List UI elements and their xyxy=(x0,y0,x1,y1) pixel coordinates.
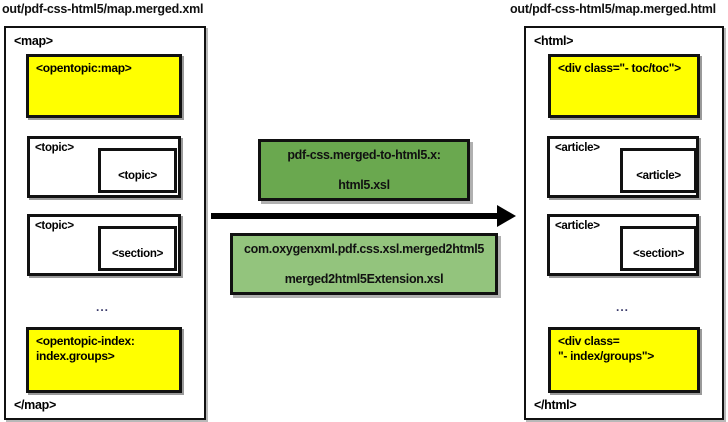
transform-box-merged2html5-extension: com.oxygenxml.pdf.css.xsl.merged2html5 m… xyxy=(230,233,498,295)
left-block-topic-2-inner: <section> xyxy=(98,226,177,271)
right-root-open-tag: <html> xyxy=(534,34,574,48)
left-ellipsis: ... xyxy=(96,300,110,314)
left-block-opentopic-index-label: <opentopic-index: index.groups> xyxy=(36,334,135,363)
left-file-path-label: out/pdf-css-html5/map.merged.xml xyxy=(2,2,204,16)
transform-box-merged2html5-extension-line1: com.oxygenxml.pdf.css.xsl.merged2html5 xyxy=(243,242,485,256)
transform-arrow-shaft xyxy=(211,213,503,219)
right-document-frame: <html> <div class="- toc/toc"> <article>… xyxy=(524,26,724,420)
left-root-close-tag: </map> xyxy=(14,398,56,412)
left-block-topic-1-outer-label: <topic> xyxy=(35,142,74,154)
transform-box-html5-xsl-line1: pdf-css.merged-to-html5.x: xyxy=(287,148,441,162)
left-block-topic-2-outer-label: <topic> xyxy=(35,220,74,232)
right-block-article-1-outer-label: <article> xyxy=(555,142,600,154)
left-block-topic-2-inner-label: <section> xyxy=(112,247,163,260)
transform-box-html5-xsl: pdf-css.merged-to-html5.x: html5.xsl xyxy=(258,139,470,201)
transform-arrow-head-icon xyxy=(497,205,516,227)
right-block-article-2: <article> <section> xyxy=(547,214,699,276)
right-block-article-1-inner: <article> xyxy=(620,148,697,193)
transform-box-merged2html5-extension-line2: merged2html5Extension.xsl xyxy=(284,272,444,286)
left-block-topic-1-inner: <topic> xyxy=(98,148,177,193)
right-block-article-1-inner-label: <article> xyxy=(636,169,681,182)
left-block-opentopic-map: <opentopic:map> xyxy=(26,54,182,118)
left-block-topic-1-inner-label: <topic> xyxy=(118,169,157,182)
left-block-topic-1: <topic> <topic> xyxy=(27,136,181,198)
right-block-article-2-outer-label: <article> xyxy=(555,220,600,232)
right-block-div-index-groups: <div class= "- index/groups"> xyxy=(548,327,700,393)
right-block-article-2-inner-label: <section> xyxy=(633,247,684,260)
right-ellipsis: ... xyxy=(616,300,630,314)
left-block-opentopic-map-label: <opentopic:map> xyxy=(36,61,132,75)
right-block-article-1: <article> <article> xyxy=(547,136,699,198)
left-root-open-tag: <map> xyxy=(14,34,53,48)
left-block-topic-2: <topic> <section> xyxy=(27,214,181,276)
right-block-div-toc-label: <div class="- toc/toc"> xyxy=(558,61,681,75)
left-block-opentopic-index: <opentopic-index: index.groups> xyxy=(26,327,182,393)
right-block-div-index-groups-label: <div class= "- index/groups"> xyxy=(558,334,654,363)
right-root-close-tag: </html> xyxy=(534,398,577,412)
left-document-frame: <map> <opentopic:map> <topic> <topic> <t… xyxy=(4,26,206,420)
right-file-path-label: out/pdf-css-html5/map.merged.html xyxy=(510,2,716,16)
right-block-article-2-inner: <section> xyxy=(620,226,697,271)
transform-box-html5-xsl-line2: html5.xsl xyxy=(338,178,390,192)
right-block-div-toc: <div class="- toc/toc"> xyxy=(548,54,700,118)
